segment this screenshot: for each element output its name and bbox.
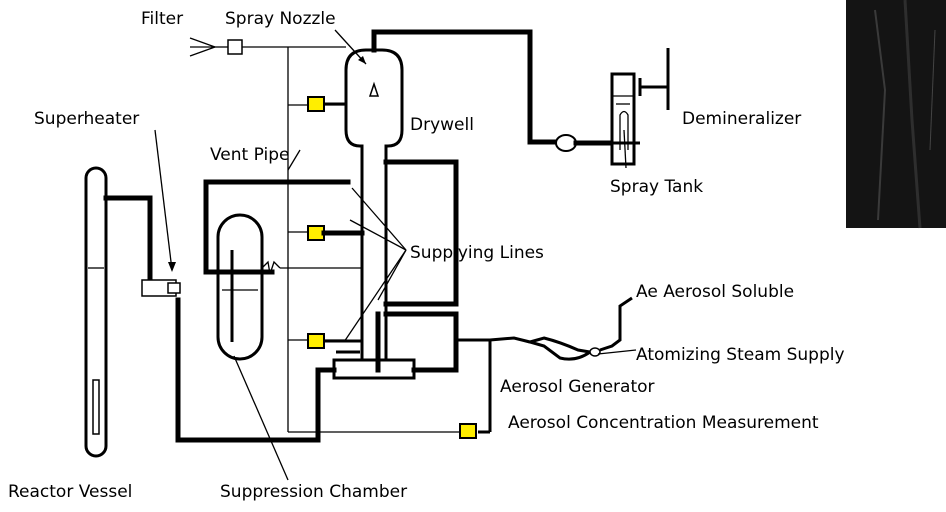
label-atomizing-steam-supply: Atomizing Steam Supply bbox=[636, 345, 845, 365]
label-aerosol-concentration-measurement: Aerosol Concentration Measurement bbox=[508, 413, 819, 433]
loop-box bbox=[378, 162, 456, 370]
label-ae-aerosol-soluble: Ae Aerosol Soluble bbox=[636, 282, 794, 302]
label-superheater: Superheater bbox=[34, 109, 139, 129]
spray-tank-assembly bbox=[606, 48, 668, 164]
label-supplying-lines: Supplying Lines bbox=[410, 243, 544, 263]
label-suppression-chamber: Suppression Chamber bbox=[220, 482, 407, 502]
suppression-chamber bbox=[206, 182, 362, 359]
label-demineralizer: Demineralizer bbox=[682, 109, 801, 129]
aerosol-line bbox=[456, 298, 636, 432]
label-drywell: Drywell bbox=[410, 115, 474, 135]
reactor-vessel bbox=[86, 168, 334, 456]
label-spray-nozzle: Spray Nozzle bbox=[225, 9, 336, 29]
spray-nozzle-icon bbox=[370, 84, 378, 96]
filter-assembly bbox=[190, 38, 288, 56]
filter-box bbox=[228, 40, 242, 54]
label-aerosol-generator: Aerosol Generator bbox=[500, 377, 655, 397]
label-filter: Filter bbox=[141, 9, 183, 29]
spray-pump-icon bbox=[556, 135, 576, 151]
label-vent-pipe: Vent Pipe bbox=[210, 145, 289, 165]
supplying-line-pointers bbox=[344, 188, 406, 342]
label-reactor-vessel: Reactor Vessel bbox=[8, 482, 132, 502]
sensor-drywell-bottom bbox=[308, 334, 324, 348]
sensor-aerosol-concentration bbox=[460, 424, 476, 438]
photo-fragment bbox=[846, 0, 946, 228]
sensor-drywell-top bbox=[308, 97, 324, 111]
label-spray-tank: Spray Tank bbox=[610, 177, 703, 197]
